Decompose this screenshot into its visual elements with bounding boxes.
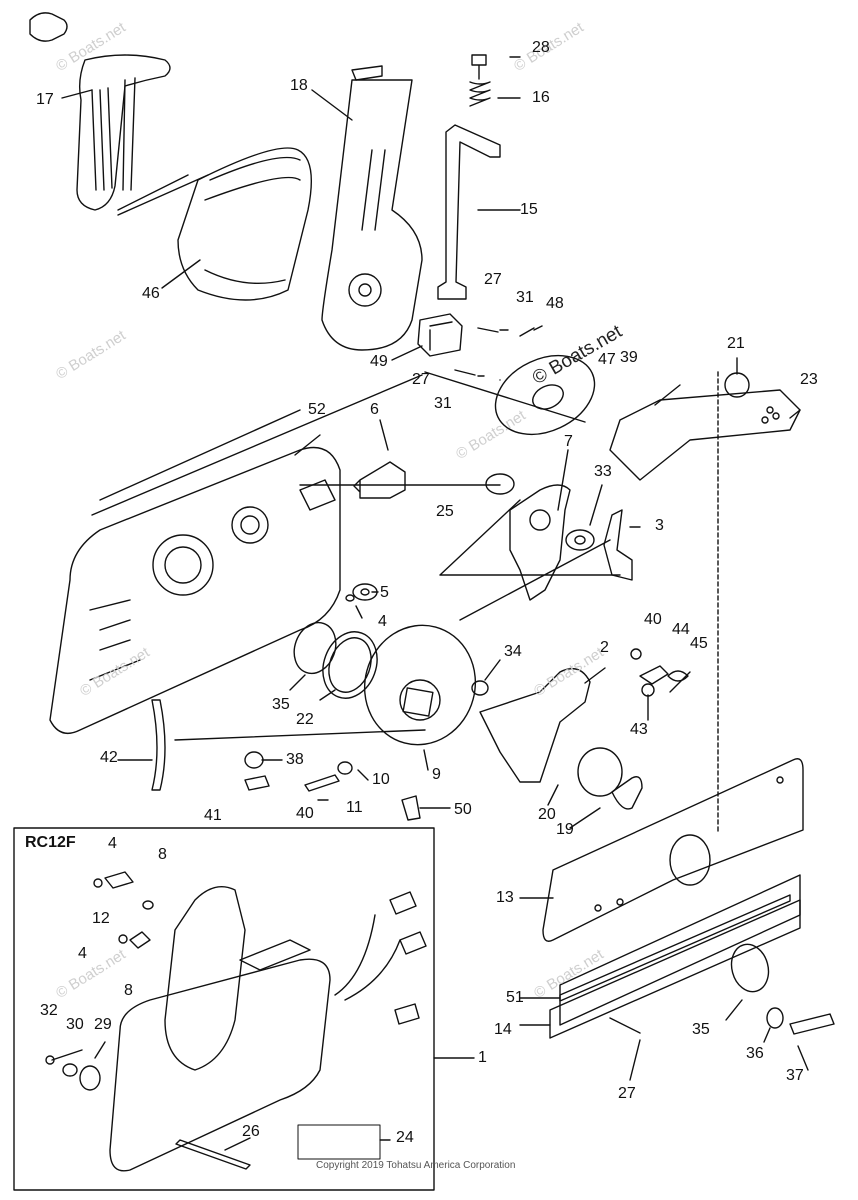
callout-number: 4	[378, 613, 387, 630]
callout-number: 51	[506, 989, 524, 1006]
callout-number: 31	[434, 395, 452, 412]
callout-number: 14	[494, 1021, 512, 1038]
callout-number: 32	[40, 1002, 58, 1019]
callout-number: 23	[800, 371, 818, 388]
callout-number: 34	[504, 643, 522, 660]
callout-number: 28	[532, 39, 550, 56]
leader-17	[61, 89, 93, 99]
callout-number: 12	[92, 910, 110, 927]
label-24	[297, 1124, 381, 1160]
callout-number: 27	[412, 371, 430, 388]
callout-number: 43	[630, 721, 648, 738]
callout-number: 42	[100, 749, 118, 766]
callout-number: 8	[158, 846, 167, 863]
strip-51	[559, 894, 791, 1002]
callout-number: 10	[372, 771, 390, 788]
gear-9-part	[363, 624, 477, 746]
callout-number: 50	[454, 801, 472, 818]
callout-number: 6	[370, 401, 379, 418]
bolt-37	[789, 1013, 835, 1035]
callout-number: 7	[564, 433, 573, 450]
callout-number: 39	[620, 349, 638, 366]
callout-number: 2	[600, 639, 609, 656]
clip-41	[244, 775, 270, 791]
leader-18	[311, 89, 353, 121]
callout-number: 47	[598, 351, 616, 368]
lever-arm-part	[321, 65, 423, 351]
callout-number: 45	[690, 635, 708, 652]
block-part	[417, 313, 463, 357]
callout-number: 5	[380, 584, 389, 601]
screw-11	[304, 774, 340, 792]
callout-number: 35	[692, 1021, 710, 1038]
callout-number: 41	[204, 807, 222, 824]
disc-part	[494, 354, 596, 436]
callout-number: 38	[286, 751, 304, 768]
callout-number: 15	[520, 201, 538, 218]
strip-42	[151, 699, 166, 791]
knob-6-part	[353, 461, 406, 499]
lever-2-part	[479, 668, 591, 783]
callout-number: 48	[546, 295, 564, 312]
callout-number: 22	[296, 711, 314, 728]
bushing-25	[485, 473, 515, 495]
bracket-15	[437, 124, 501, 300]
callout-number: 16	[532, 89, 550, 106]
callout-number: 30	[66, 1016, 84, 1033]
callout-number: 27	[484, 271, 502, 288]
callout-number: 26	[242, 1123, 260, 1140]
callout-number: 49	[370, 353, 388, 370]
callout-number: 52	[308, 401, 326, 418]
inset-controller-part	[109, 886, 427, 1172]
callout-number: 4	[108, 835, 117, 852]
callout-number: 33	[594, 463, 612, 480]
callout-number: 13	[496, 889, 514, 906]
clip-50	[401, 795, 421, 821]
callout-number: 40	[644, 611, 662, 628]
callout-number: 27	[618, 1085, 636, 1102]
callout-number: 31	[516, 289, 534, 306]
callout-number: 4	[78, 945, 87, 962]
callout-number: 25	[436, 503, 454, 520]
callout-number: 24	[396, 1129, 414, 1146]
strip-14	[549, 899, 801, 1039]
bracket-7-part	[509, 484, 571, 601]
leader-49	[391, 345, 423, 361]
inset-title: RC12F	[25, 834, 76, 851]
handle-grip-part	[29, 12, 171, 211]
callout-number: 29	[94, 1016, 112, 1033]
callout-number: 19	[556, 821, 574, 838]
callout-number: 8	[124, 982, 133, 999]
cover-part	[177, 147, 313, 301]
plate-39-part	[609, 372, 801, 481]
callout-number: 17	[36, 91, 54, 108]
callout-number: 44	[672, 621, 690, 638]
callout-number: 11	[346, 799, 363, 816]
inset-frame	[13, 827, 435, 1191]
callout-number: 1	[478, 1049, 487, 1066]
callout-number: 40	[296, 805, 314, 822]
callout-number: 46	[142, 285, 160, 302]
callout-number: 18	[290, 77, 308, 94]
callout-number: 3	[655, 517, 664, 534]
callout-number: 35	[272, 696, 290, 713]
housing-52-part	[49, 446, 341, 734]
callout-number: 21	[727, 335, 745, 352]
callout-number: 9	[432, 766, 441, 783]
callout-number: 37	[786, 1067, 804, 1084]
callout-number: 20	[538, 806, 556, 823]
callout-number: 36	[746, 1045, 764, 1062]
screw-28	[471, 54, 487, 80]
spring-16	[469, 81, 491, 107]
copyright-notice: Copyright 2019 Tohatsu America Corporati…	[316, 1160, 516, 1171]
leader-46	[161, 259, 201, 289]
pin-3-part	[603, 509, 633, 581]
